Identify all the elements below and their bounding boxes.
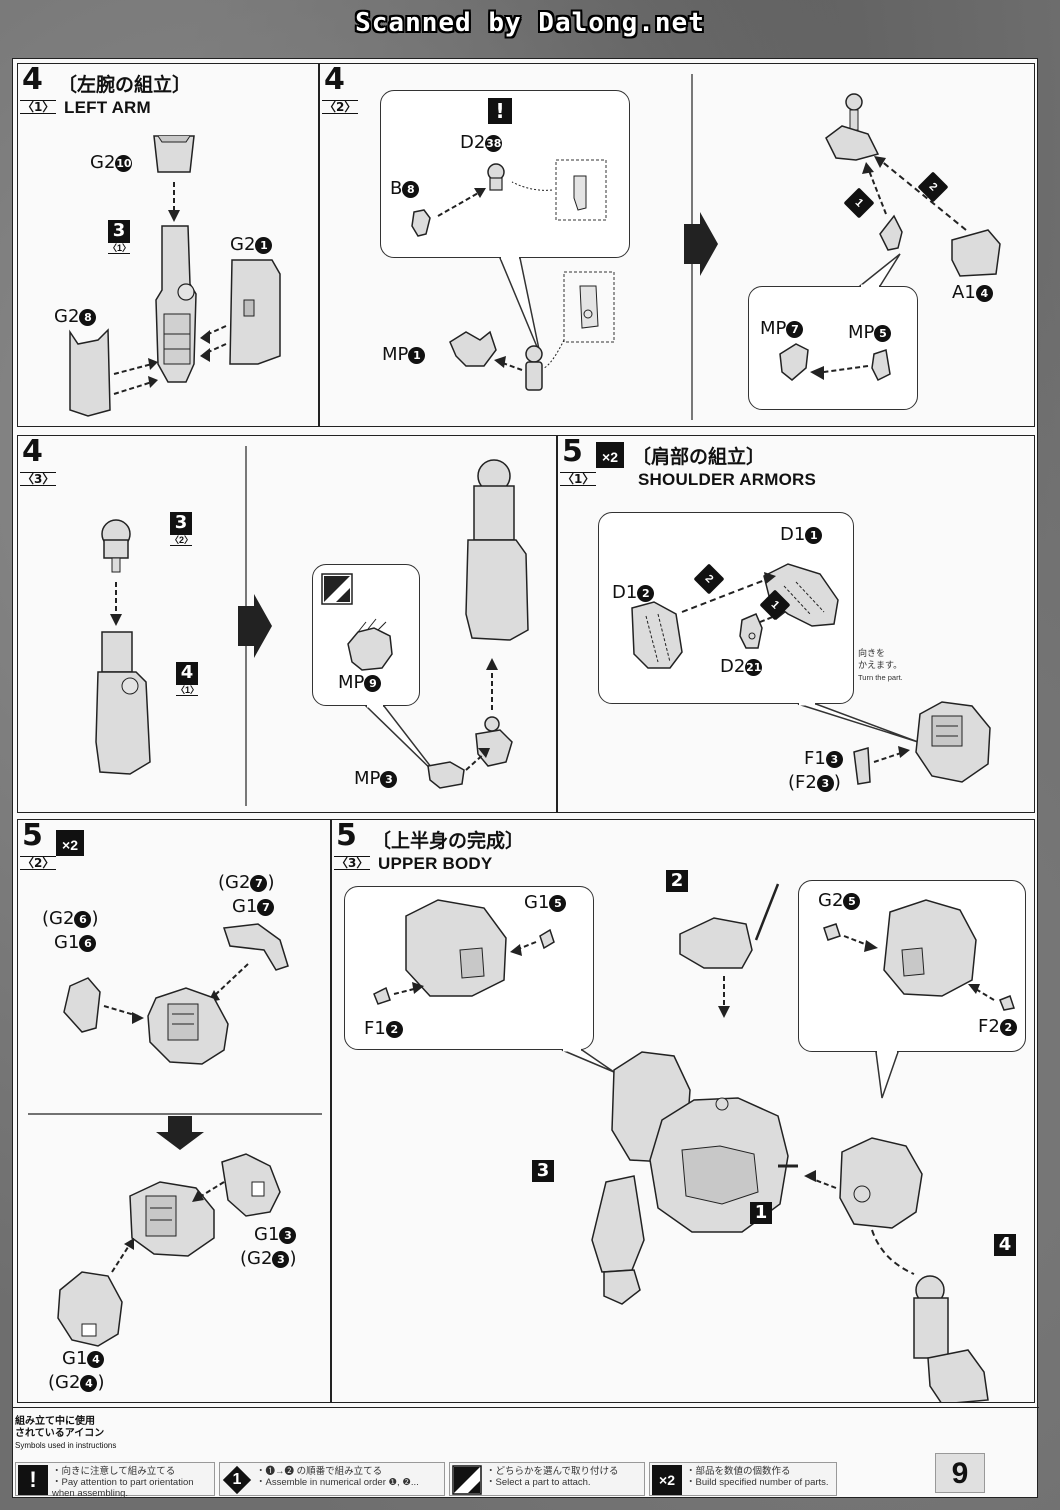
- panel-step-5-2: 5 〈2〉 ×2: [17, 819, 331, 1403]
- step-sub-number: 〈2〉: [322, 100, 359, 114]
- ref-box-3-sub: 〈1〉: [108, 242, 132, 254]
- attention-icon: !: [18, 1465, 48, 1495]
- page-number: 9: [935, 1453, 985, 1493]
- legend-text: ・どちらかを選んで取り付ける ・Select a part to attach.: [486, 1466, 619, 1488]
- turn-note-jp-1: 向きを: [858, 648, 886, 658]
- step-number: 4: [324, 63, 345, 97]
- legend-title: 組み立て中に使用 されているアイコン Symbols used in instr…: [15, 1416, 117, 1450]
- part-label-d2-38: D238: [460, 132, 503, 153]
- part-label-d2-21: D221: [720, 656, 763, 677]
- upper-body-diagram: [373, 883, 1015, 1402]
- sequence-icon: 1: [222, 1465, 252, 1495]
- multiplier-icon: ×2: [652, 1465, 682, 1495]
- step-sub-number: 〈1〉: [560, 472, 597, 486]
- step-number: 5: [22, 819, 43, 853]
- shoulder-armor-diagram: [631, 563, 991, 785]
- ref-box-2-head: 2: [666, 870, 688, 892]
- panel-step-4-2: 4 〈2〉: [319, 63, 1035, 427]
- panel-step-4-1: 4 〈1〉 〔左腕の組立〕 LEFT ARM: [17, 63, 319, 427]
- step-sub-number: 〈3〉: [334, 856, 371, 870]
- attention-mark: !: [488, 98, 512, 124]
- turn-note-en: Turn the part.: [858, 673, 903, 682]
- step-number: 5: [562, 435, 583, 469]
- panel-step-5-1: 5 〈1〉 ×2 〔肩部の組立〕 SHOULDER ARMORS: [557, 435, 1035, 813]
- step-number: 4: [22, 435, 43, 469]
- choose-part-icon: [452, 1465, 482, 1495]
- ref-box-4-right-arm: 4: [994, 1234, 1016, 1256]
- instruction-page: 4 〈1〉 〔左腕の組立〕 LEFT ARM: [12, 58, 1039, 1499]
- ref-box-3: 3: [170, 512, 192, 534]
- step-sub-number: 〈2〉: [20, 856, 57, 870]
- legend-item-choose: ・どちらかを選んで取り付ける ・Select a part to attach.: [449, 1462, 645, 1496]
- step-title-en: UPPER BODY: [378, 854, 493, 873]
- step-number: 5: [336, 819, 357, 853]
- left-arm-diagram: [69, 135, 281, 417]
- step-title-jp: 〔左腕の組立〕: [58, 74, 192, 96]
- turn-note-jp-2: かえます。: [858, 660, 903, 670]
- legend-text: ・部品を数値の個数作る ・Build specified number of p…: [686, 1466, 829, 1488]
- step-5-2-diagram: [28, 923, 322, 1347]
- legend-item-multiply: ×2 ・部品を数値の個数作る ・Build specified number o…: [649, 1462, 837, 1496]
- legend-text: ・向きに注意して組み立てる ・Pay attention to part ori…: [52, 1466, 194, 1499]
- ref-box-4-sub: 〈1〉: [176, 684, 200, 696]
- step-number: 4: [22, 63, 43, 97]
- ref-box-4: 4: [176, 662, 198, 684]
- legend-item-attention: ! ・向きに注意して組み立てる ・Pay attention to part o…: [15, 1462, 215, 1499]
- ref-box-3-sub: 〈2〉: [170, 534, 194, 546]
- step-sub-number: 〈3〉: [20, 472, 57, 486]
- step-sub-number: 〈1〉: [20, 100, 57, 114]
- step-title-jp: 〔肩部の組立〕: [632, 446, 766, 468]
- step-title-en: SHOULDER ARMORS: [638, 470, 817, 489]
- panel-step-5-3: 5 〈3〉 〔上半身の完成〕 UPPER BODY: [331, 819, 1035, 1403]
- legend-text: ・❶→❷ の順番で組み立てる ・Assemble in numerical or…: [256, 1466, 419, 1488]
- step-title-jp: 〔上半身の完成〕: [372, 830, 525, 852]
- step-4-3-diagram: [95, 446, 529, 806]
- multiplier-x2: ×2: [596, 442, 624, 468]
- ref-box-1-torso: 1: [750, 1202, 772, 1224]
- part-label-g2-10: G210: [90, 152, 133, 173]
- panel-step-4-3: 4 〈3〉: [17, 435, 557, 813]
- ref-box-3: 3: [108, 220, 130, 242]
- multiplier-x2: ×2: [56, 830, 84, 856]
- step-title-en: LEFT ARM: [64, 98, 151, 117]
- detail-bubble-mp7: [748, 286, 918, 410]
- scan-credit: Scanned by Dalong.net: [355, 8, 705, 38]
- legend-item-sequence: 1 ・❶→❷ の順番で組み立てる ・Assemble in numerical …: [219, 1462, 445, 1496]
- ref-box-3-left-arm: 3: [532, 1160, 554, 1182]
- step-4-2-diagram: [411, 74, 1001, 420]
- symbol-legend: 組み立て中に使用 されているアイコン Symbols used in instr…: [13, 1407, 1039, 1499]
